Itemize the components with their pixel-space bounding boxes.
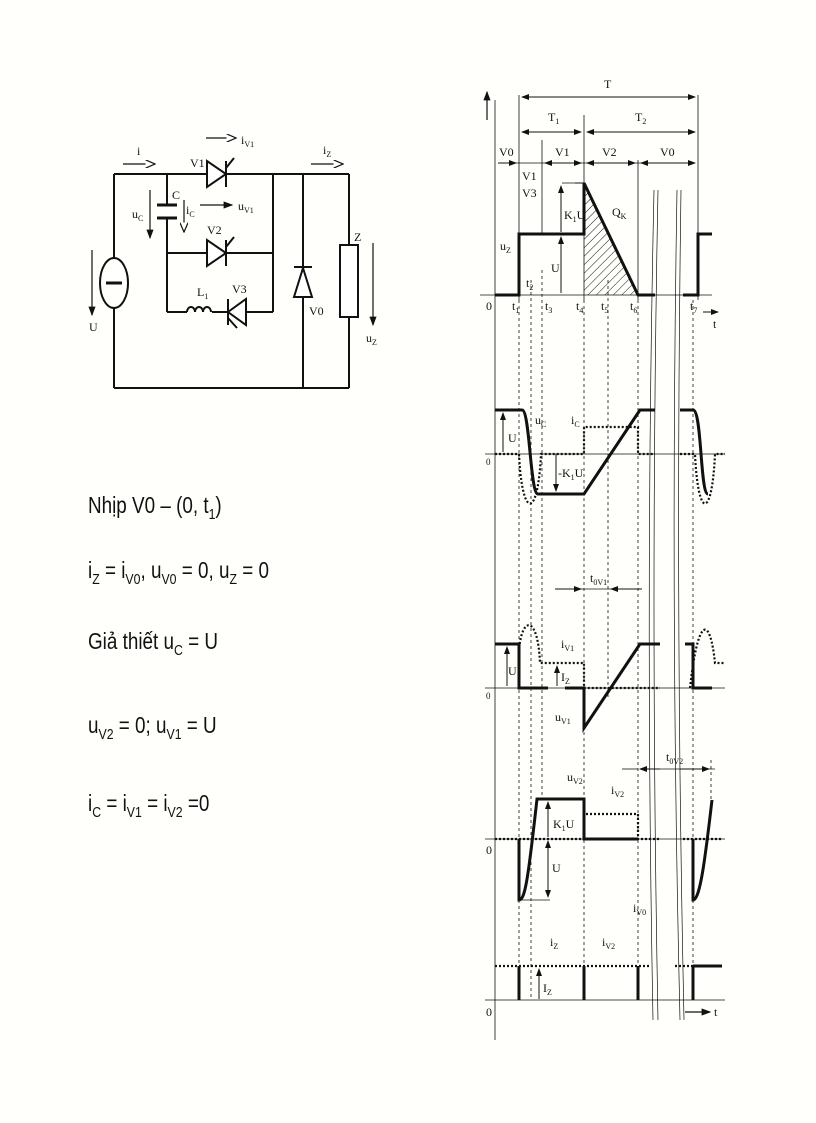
label-iz-level-2: IZ [543, 981, 552, 997]
label-iz-level: IZ [561, 670, 570, 686]
panel-uz: T T1 T2 V0 V1 V2 V0 V1 V3 K1U U QK uZ 0 … [480, 77, 719, 331]
uv1-waveform [495, 642, 712, 733]
circuit-diagram [88, 138, 377, 389]
t0v2-marker: t0V2 [622, 750, 715, 772]
label-z: Z [354, 230, 361, 244]
tick-0-5: 0 [486, 1005, 492, 1019]
label-t2-interval: T2 [635, 110, 646, 126]
break-mark-2 [673, 189, 685, 1021]
thyristor-v2-icon [206, 236, 235, 268]
label-iv1: iV1 [241, 133, 254, 149]
label-v2: V2 [207, 223, 222, 237]
label-u-2: U [508, 431, 517, 445]
formula-interval-title: Nhịp V0 – (0, t1) [88, 492, 222, 523]
break-mark-1 [648, 189, 659, 1021]
label-l1: L1 [197, 285, 208, 301]
t0v1-marker: t0V1 [555, 571, 642, 592]
panel-iv1-uv1: U iV1 IZ uV1 0 [485, 624, 725, 733]
label-ic: iC [186, 203, 195, 219]
label-v3-sub: V3 [522, 186, 537, 200]
label-uc: uC [535, 413, 546, 429]
label-uz: uZ [366, 331, 377, 347]
label-v1: V1 [190, 156, 205, 170]
label-iz: iZ [323, 143, 331, 159]
tick-0: 0 [486, 299, 492, 313]
tick-t3: t3 [545, 299, 552, 315]
voltage-source-icon [99, 257, 129, 309]
label-uz: uZ [500, 239, 511, 255]
ic-waveform [495, 425, 725, 505]
label-v1-sub: V1 [522, 169, 537, 183]
formula-assumption: Giả thiết uC = U [88, 628, 218, 659]
label-qk: QK [612, 205, 627, 221]
label-t1-interval: T1 [548, 110, 559, 126]
panel-iz: iZ iV2 IZ 0 t [485, 935, 725, 1019]
label-iv0: iV0 [633, 901, 646, 917]
uc-waveform [495, 408, 710, 496]
panel-uc-ic: U uC iC -K1U 0 [485, 408, 725, 505]
label-uv1: uV1 [238, 199, 254, 215]
label-uv1: uV1 [555, 710, 571, 726]
tick-0-3: 0 [486, 691, 491, 701]
label-interval-v0b: V0 [660, 145, 675, 159]
label-k1u-2: K1U [553, 817, 575, 833]
label-k1u: K1U [564, 208, 586, 224]
label-u: U [551, 261, 560, 275]
label-t0v2: t0V2 [666, 750, 683, 766]
label-interval-v1: V1 [555, 145, 570, 159]
capacitor-icon [157, 203, 177, 220]
thyristor-v3-icon [226, 297, 247, 329]
label-interval-v0: V0 [499, 145, 514, 159]
label-t0v1: t0V1 [590, 571, 607, 587]
formula-currents: iC = iV1 = iV2 =0 [88, 790, 210, 821]
label-u: U [89, 320, 98, 334]
tick-t4: t4 [576, 299, 583, 315]
label-u-4: U [552, 861, 561, 875]
label-v0: V0 [309, 304, 324, 318]
label-iz: iZ [550, 935, 558, 951]
label-c: C [172, 188, 180, 202]
thyristor-v1-icon [206, 157, 235, 189]
circuit-labels: i iV1 V1 C iC uV1 uC V2 L1 V3 V0 Z uZ U … [89, 133, 377, 347]
formula-iz: iZ = iV0, uV0 = 0, uZ = 0 [88, 557, 269, 588]
inductor-icon [186, 306, 212, 313]
tick-0-4: 0 [486, 843, 492, 857]
load-z-icon [339, 244, 359, 318]
label-neg-k1u: -K1U [558, 466, 584, 482]
label-u-3: U [508, 664, 517, 678]
tick-t2: t2 [526, 276, 533, 292]
tick-t1: t1 [512, 299, 519, 315]
axis-label-t-2: t [714, 1005, 718, 1019]
label-uv2: uV2 [567, 770, 583, 786]
label-iv1: iV1 [561, 637, 574, 653]
label-iv2-2: iV2 [602, 935, 615, 951]
diode-v0-icon [292, 264, 314, 298]
formula-uv: uV2 = 0; uV1 = U [88, 712, 217, 743]
label-period-t: T [604, 77, 612, 91]
tick-t7: t7 [690, 299, 697, 315]
panel-uv2-iv2: K1U U uV2 iV2 iV0 0 [485, 770, 725, 917]
label-v3: V3 [232, 282, 247, 296]
tick-t5: t5 [601, 299, 608, 315]
tick-0-2: 0 [486, 457, 491, 467]
tick-t6: t6 [630, 299, 637, 315]
label-iv2: iV2 [611, 783, 624, 799]
label-uc: uC [132, 207, 143, 223]
uv2-waveform [517, 797, 714, 902]
iv2-waveform [495, 812, 722, 841]
label-ic: iC [571, 413, 580, 429]
label-interval-v2: V2 [602, 145, 617, 159]
uz-waveform [495, 182, 712, 297]
axis-label-t: t [713, 317, 717, 331]
label-i: i [137, 144, 141, 158]
waveform-grid [494, 95, 712, 1040]
